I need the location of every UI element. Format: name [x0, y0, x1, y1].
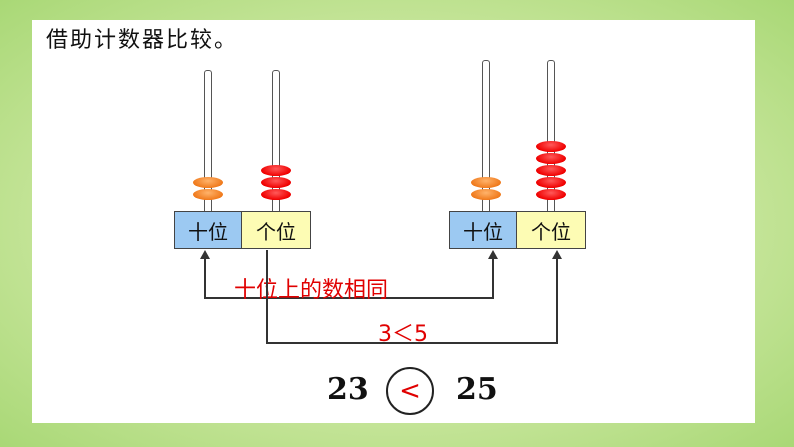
tens-bead	[193, 189, 223, 200]
left-ones-connector	[266, 250, 268, 344]
ones-bead	[261, 177, 291, 188]
ones-bead	[536, 141, 566, 152]
ones-bead	[536, 153, 566, 164]
tens-bracket-line	[204, 297, 494, 299]
left-tens-arrowhead	[200, 250, 210, 259]
ones-bracket-line	[266, 342, 558, 344]
left-ones-label: 个位	[241, 211, 311, 249]
right-ones-rod	[547, 60, 555, 211]
left-ones-rod	[272, 70, 280, 211]
ones-compare-annotation: 3＜5	[378, 322, 428, 347]
right-tens-connector	[492, 258, 494, 299]
right-tens-rod	[482, 60, 490, 211]
content-board	[32, 20, 755, 423]
ones-bead	[536, 165, 566, 176]
right-ones-connector	[556, 258, 558, 344]
right-ones-arrowhead	[552, 250, 562, 259]
tens-bead	[193, 177, 223, 188]
left-tens-label: 十位	[174, 211, 242, 249]
ones-bead	[536, 177, 566, 188]
right-number: 25	[456, 372, 498, 407]
tens-bead	[471, 189, 501, 200]
tens-bead	[471, 177, 501, 188]
right-tens-label: 十位	[449, 211, 517, 249]
comparison-symbol[interactable]: <	[386, 367, 434, 415]
right-tens-arrowhead	[488, 250, 498, 259]
tens-same-annotation: 十位上的数相同	[234, 278, 389, 303]
ones-bead	[261, 189, 291, 200]
left-number: 23	[327, 372, 369, 407]
right-ones-label: 个位	[516, 211, 586, 249]
left-tens-connector	[204, 258, 206, 299]
left-tens-rod	[204, 70, 212, 211]
ones-bead	[261, 165, 291, 176]
ones-bead	[536, 189, 566, 200]
instruction-title: 借助计数器比较。	[46, 28, 239, 53]
